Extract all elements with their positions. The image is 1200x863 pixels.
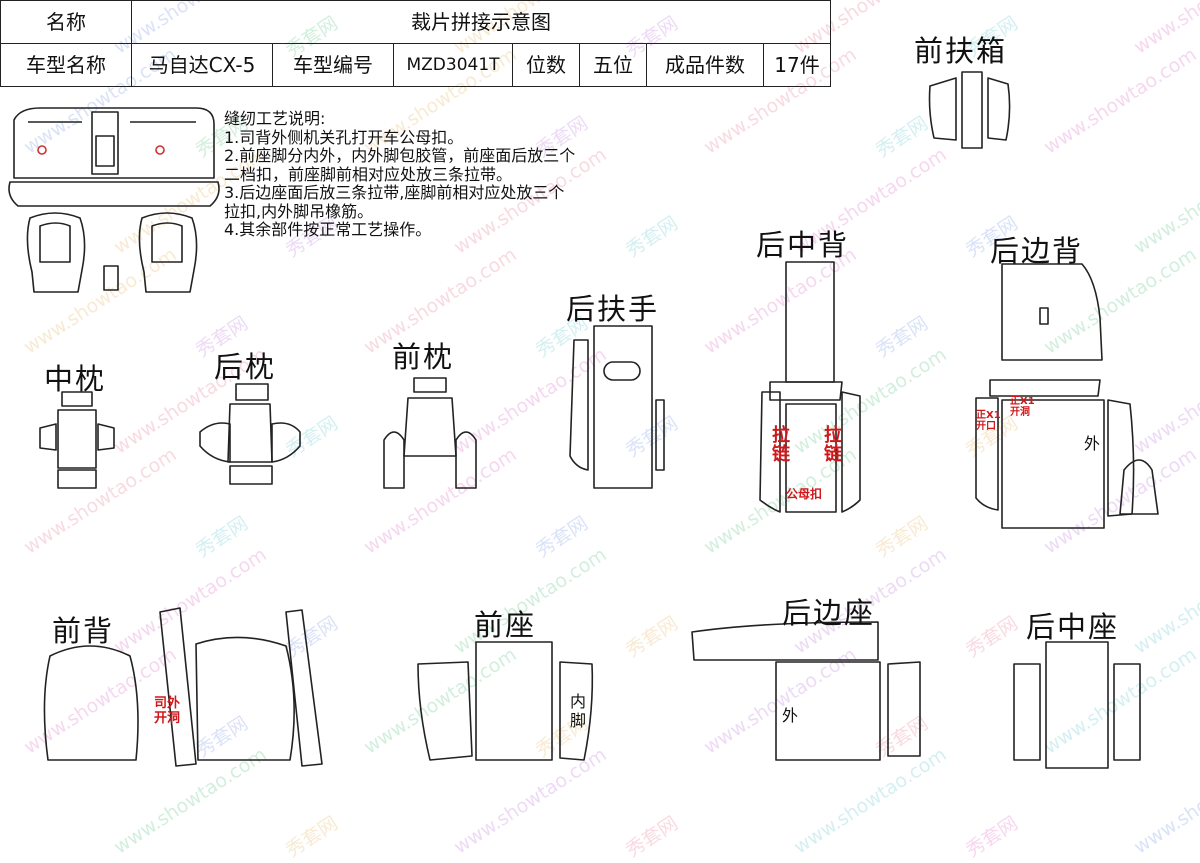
front-box-pieces [928, 71, 1011, 149]
pieces-value: 17件 [763, 43, 831, 87]
sewing-instructions: 缝纫工艺说明:1.司背外侧机关孔打开车公母扣。2.前座脚分内外，内外脚包胶管，前… [224, 109, 576, 240]
model-code-label: 车型编号 [272, 43, 394, 87]
front-seat-pieces [417, 641, 594, 761]
part-label: 后中座 [1026, 610, 1120, 644]
snap-annotation: 公母扣 [786, 487, 823, 501]
rear-side-back-pieces [975, 263, 1159, 529]
part-label: 后边座 [782, 596, 876, 630]
watermark-text: 秀套网 [962, 812, 1022, 862]
watermark-text: 秀套网 [0, 809, 3, 863]
seats-label: 位数 [512, 43, 580, 87]
instructions-title: 缝纫工艺说明: [224, 109, 326, 128]
front-back-pieces [43, 607, 323, 767]
instruction-line: 2.前座脚分内外，内外脚包胶管，前座面后放三个 [224, 146, 576, 165]
pieces-label: 成品件数 [646, 43, 764, 87]
part-label: 前枕 [392, 340, 455, 374]
rear-middle-seat-pieces [1013, 641, 1141, 769]
watermark-text: 秀套网 [282, 812, 342, 862]
instruction-line: 二档扣，前座脚前相对应处放三条拉带。 [224, 164, 513, 184]
instruction-line: 1.司背外侧机关孔打开车公母扣。 [224, 127, 464, 147]
diagram-title: 裁片拼接示意图 [131, 0, 831, 44]
seat-overview-illustration [8, 107, 220, 293]
instruction-line: 4.其余部件按正常工艺操作。 [224, 220, 432, 239]
hole-annotation: 正X1 开洞 [1010, 396, 1035, 418]
part-label: 前座 [474, 608, 537, 642]
watermark-text: 秀套网 [622, 812, 682, 862]
part-label: 前背 [52, 614, 115, 648]
opening-annotation: 正X1 开口 [976, 410, 1001, 432]
rear-middle-back-pieces [759, 261, 861, 513]
part-label: 中枕 [44, 362, 107, 396]
driver-hole-annotation: 司外 开洞 [154, 696, 181, 726]
middle-pillow-pieces [39, 391, 115, 489]
instruction-line: 3.后边座面后放三条拉带,座脚前相对应处放三个 [224, 183, 565, 202]
part-label: 后枕 [214, 350, 277, 384]
header-table: 名称 裁片拼接示意图 车型名称 马自达CX-5 车型编号 MZD3041T 位数… [0, 0, 831, 87]
instruction-line: 拉扣,内外脚吊橡筋。 [224, 201, 374, 221]
part-label: 后边背 [990, 234, 1084, 268]
part-label: 后中背 [756, 228, 850, 262]
outer-annotation: 外 [1084, 434, 1101, 453]
inner-leg-annotation: 内 脚 [570, 692, 587, 730]
front-pillow-pieces [383, 377, 477, 489]
outer-annotation: 外 [782, 706, 799, 725]
part-label: 前扶箱 [914, 34, 1008, 68]
rear-side-seat-pieces [691, 621, 921, 761]
model-code-value: MZD3041T [393, 43, 513, 87]
rear-armrest-pieces [569, 325, 665, 489]
rear-pillow-pieces [199, 383, 301, 485]
car-model-value: 马自达CX-5 [131, 43, 273, 87]
name-label: 名称 [0, 0, 132, 44]
zipper-annotation: 拉 链 [772, 425, 790, 465]
pattern-pieces [8, 71, 1159, 769]
zipper-annotation: 拉 链 [824, 425, 842, 465]
part-label: 后扶手 [566, 292, 660, 326]
car-model-label: 车型名称 [0, 43, 132, 87]
